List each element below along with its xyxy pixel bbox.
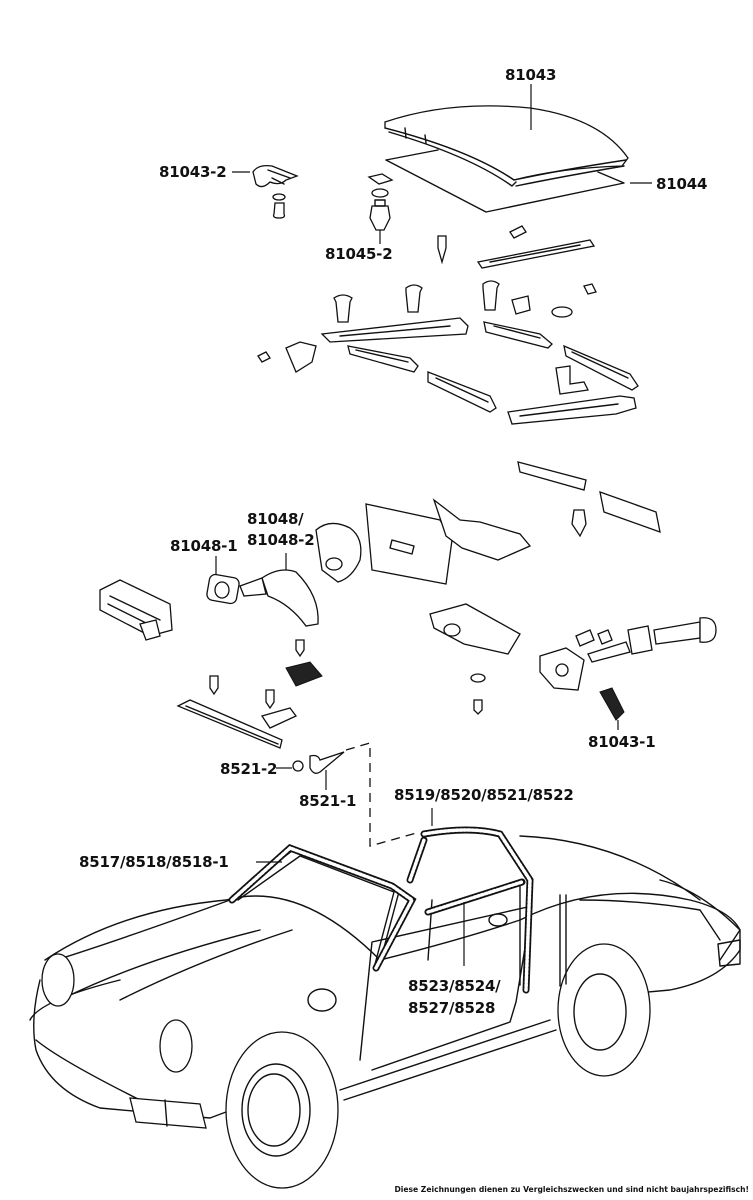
label-roof-panel: 81043 [505, 66, 557, 84]
pin-mount-drawing [367, 173, 394, 244]
roof-lining-drawing [385, 149, 652, 213]
label-locating-pin: 81043-1 [588, 733, 656, 751]
mounting-bracket-drawing [429, 603, 717, 715]
car-body-drawing [29, 835, 741, 1189]
screw-drawing [437, 235, 447, 265]
latch-assembly-drawing [99, 553, 319, 641]
label-latch-bezel: 81048-1 [170, 537, 238, 555]
roof-frame-parts-drawing [257, 280, 639, 425]
label-roof-pin-mount: 81045-2 [325, 245, 393, 263]
disclaimer-text: Diese Zeichnungen dienen zu Vergleichszw… [394, 1185, 749, 1194]
seal-fasteners-drawing [176, 639, 421, 847]
windshield-seal-drawing [228, 843, 417, 972]
door-seal-drawing [424, 878, 526, 966]
label-targa-bar-seals: 8519/8520/8521/8522 [394, 786, 574, 804]
label-roof-latch-clip: 81043-2 [159, 163, 227, 181]
label-latch-handle-line1: 81048/ [247, 510, 304, 528]
label-windshield-seals: 8517/8518/8518-1 [79, 853, 229, 871]
locating-pin-drawing [599, 687, 625, 730]
label-door-seals-line1: 8523/8524/ [408, 977, 501, 995]
targa-bar-seal-drawing [406, 808, 534, 994]
label-seal-cap: 8521-2 [220, 760, 278, 778]
label-seal-screw: 8521-1 [299, 792, 357, 810]
label-door-seals-line2: 8527/8528 [408, 999, 496, 1017]
front-rail-drawing [476, 225, 596, 269]
targa-bar-trim-drawing [315, 461, 661, 585]
latch-clip-drawing [232, 164, 299, 219]
roof-panel-drawing [384, 84, 629, 187]
label-roof-lining: 81044 [656, 175, 708, 193]
label-latch-handle-line2: 81048-2 [247, 531, 315, 549]
